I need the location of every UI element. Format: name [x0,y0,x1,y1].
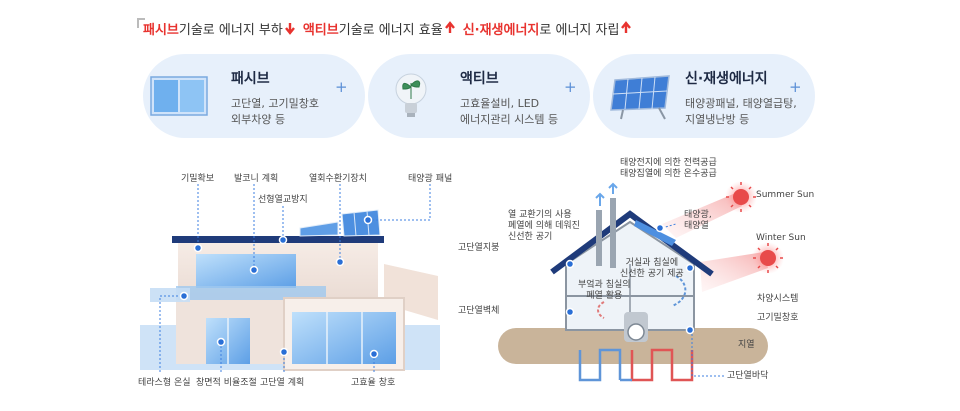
summer-sun-beam [662,192,742,238]
roof-slab [172,236,384,243]
label-shading: 차양시스템 [757,294,799,304]
marker-dot [655,223,665,233]
label-winter-sun: Winter Sun [756,233,806,243]
label-floor: 고단열바닥 [727,371,769,381]
geothermal-pipes [578,348,694,382]
leader-lines [159,184,431,372]
card-description: 고단열, 고기밀창호 외부차양 등 [231,97,319,126]
label-exhaust: 열 교환기의 사용 폐열에 의해 데워진 신선한 공기 [508,210,580,242]
plant-bulb-icon [395,73,427,117]
arrow-down-icon [284,23,295,35]
ground-soil [498,328,768,364]
label-geothermal: 지열 [738,340,755,350]
marker-dot [685,263,695,273]
arrow-up-icon [444,21,455,33]
upper-glass-window [196,254,296,288]
cycle-icon [627,323,645,341]
roof-solar-panels [299,209,381,237]
headline-renewable: 신·재생에너지 [462,22,540,38]
marker-dot [685,325,695,335]
house-roof [550,210,714,277]
winter-sun-icon [752,242,784,274]
label-efficient-window: 고효율 창호 [351,378,396,388]
headline-active: 액티브 [302,22,339,38]
label-solar-thermal: 태양광, 태양열 [684,210,712,231]
label-window: 고기밀창호 [757,313,799,323]
headline-passive-rest: 기술로 에너지 부하 [178,22,283,38]
house-solar-panel [634,220,676,246]
efficient-glass-window [292,312,396,364]
headline-renewable-rest: 로 에너지 자립 [539,22,620,38]
card-description: 고효율설비, LED 에너지관리 시스템 등 [460,97,559,126]
corner-bracket-icon [137,18,145,28]
summer-sun-icon [725,181,757,213]
headline: 패시브 기술로 에너지 부하 액티브 기술로 에너지 효율 신·재생에너지 로 … [137,16,639,40]
plus-icon: + [564,78,577,96]
winter-sun-beam [700,252,768,292]
label-kitchen: 부엌과 침실의 폐열 활용 [578,280,631,301]
card-title: 신·재생에너지 [685,71,768,87]
label-balcony: 발코니 계획 [234,174,279,184]
card-description: 태양광패널, 태양열급탕, 지열냉난방 등 [685,97,797,126]
label-roof-insulation: 고단열지붕 [458,243,500,253]
plus-icon: + [335,78,348,96]
card-passive: 패시브 고단열, 고기밀창호 외부차양 등 + [143,54,365,138]
card-renewable: 신·재생에너지 태양광패널, 태양열급탕, 지열냉난방 등 + [593,54,815,138]
label-window-ratio: 창면적 비율조절 [196,378,257,388]
label-solar-panel: 태양광 패널 [408,174,453,184]
card-title: 패시브 [231,71,270,87]
label-supply: 태양전지에 의한 전력공급 태양집열에 의한 온수공급 [620,158,717,179]
label-heat-recovery: 열회수환기장치 [309,174,367,184]
headline-active-rest: 기술로 에너지 효율 [338,22,443,38]
label-airtight: 기밀확보 [181,174,215,184]
headline-passive: 패시브 [143,22,179,38]
label-thermal-bridge: 선형열교방지 [258,195,308,205]
solar-panel-icon [610,75,670,120]
label-living-room: 거실과 침실에 신선한 공기 제공 [620,258,684,279]
label-terrace: 테라스형 온실 [138,378,191,388]
arrow-up-icon [621,21,632,33]
marker-dot [565,259,575,269]
balcony-railing [176,286,326,300]
marker-dot [565,307,575,317]
window-panel-icon [150,76,208,116]
card-active: 액티브 고효율설비, LED 에너지관리 시스템 등 + [368,54,590,138]
intake-pipe [610,198,616,268]
label-wall-insulation: 고단열벽체 [458,306,500,316]
marker-dots [179,215,379,359]
plus-icon: + [789,78,802,96]
house-leader-lines [661,223,724,377]
label-summer-sun: Summer Sun [756,190,815,200]
exhaust-pipe [596,210,602,266]
label-insulation: 고단열 계획 [260,378,305,388]
card-title: 액티브 [460,71,499,87]
